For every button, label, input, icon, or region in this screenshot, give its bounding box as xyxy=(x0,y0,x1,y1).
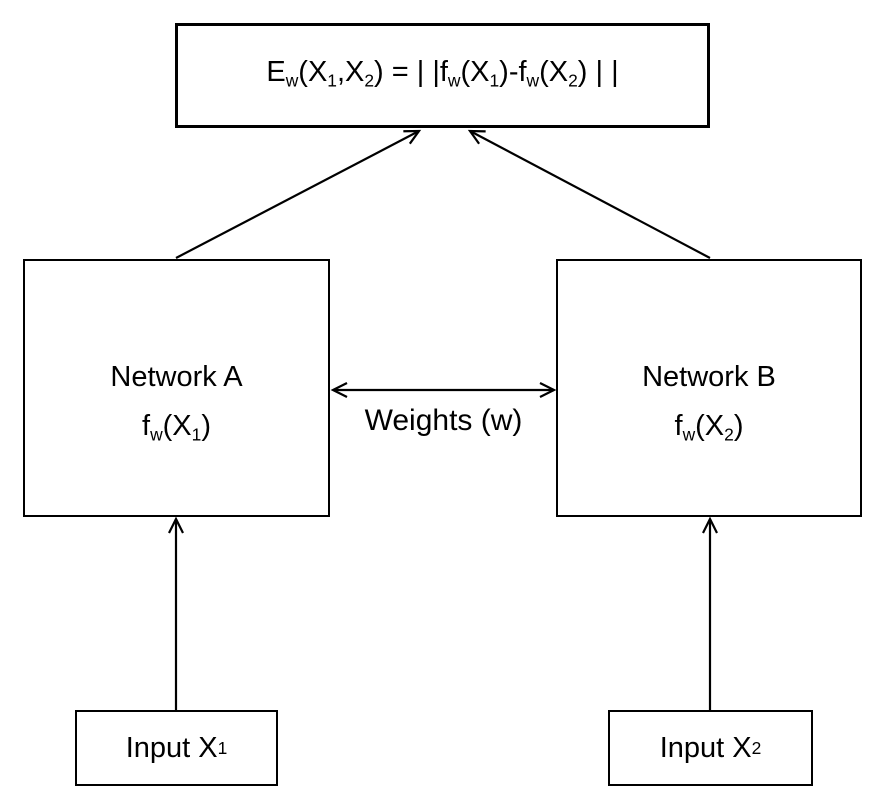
energy-function-box: Ew(X1,X2) = | |fw(X1)-fw(X2) | | xyxy=(175,23,710,128)
formula-subscript: 2 xyxy=(568,70,578,91)
arrow-network-a-to-energy xyxy=(175,129,422,259)
input-x1-label: Input X xyxy=(125,731,218,764)
network-b-box: Network B fw(X2) xyxy=(556,259,862,517)
formula-segment: (X xyxy=(460,56,490,88)
formula-subscript: w xyxy=(526,70,540,91)
network-b-formula: fw(X2) xyxy=(558,402,860,451)
arrow-network-b-to-energy xyxy=(467,129,711,259)
formula-subscript: 2 xyxy=(364,70,375,91)
formula-segment: ) xyxy=(733,410,744,442)
energy-formula: Ew(X1,X2) = | |fw(X1)-fw(X2) | | xyxy=(266,56,618,89)
formula-segment: ) xyxy=(201,410,211,442)
formula-segment: )-f xyxy=(499,56,527,88)
formula-subscript: w xyxy=(150,424,163,445)
formula-segment: (X xyxy=(162,410,192,442)
formula-segment: f xyxy=(142,410,151,442)
formula-segment: ) | | xyxy=(577,56,619,88)
input-x2-label: Input X xyxy=(659,731,752,764)
formula-subscript: w xyxy=(447,70,461,91)
formula-subscript: 1 xyxy=(191,424,202,445)
shared-weights-label: Weights (w) xyxy=(364,404,523,437)
formula-subscript: w xyxy=(682,424,696,445)
formula-subscript: 2 xyxy=(724,424,734,445)
formula-segment: ) = | |f xyxy=(374,56,448,88)
formula-segment: f xyxy=(674,410,683,442)
network-a-box: Network A fw(X1) xyxy=(23,259,330,517)
network-b-title: Network B xyxy=(642,361,776,393)
formula-subscript: w xyxy=(285,70,299,91)
formula-segment: (X xyxy=(695,410,725,442)
formula-segment: (X xyxy=(539,56,569,88)
formula-subscript: 1 xyxy=(489,70,500,91)
network-a-formula: fw(X1) xyxy=(25,402,328,451)
formula-subscript: 1 xyxy=(327,70,337,91)
formula-segment: ,X xyxy=(336,56,365,88)
formula-segment: (X xyxy=(298,56,328,88)
formula-segment: E xyxy=(266,56,286,88)
network-a-title: Network A xyxy=(110,361,243,393)
